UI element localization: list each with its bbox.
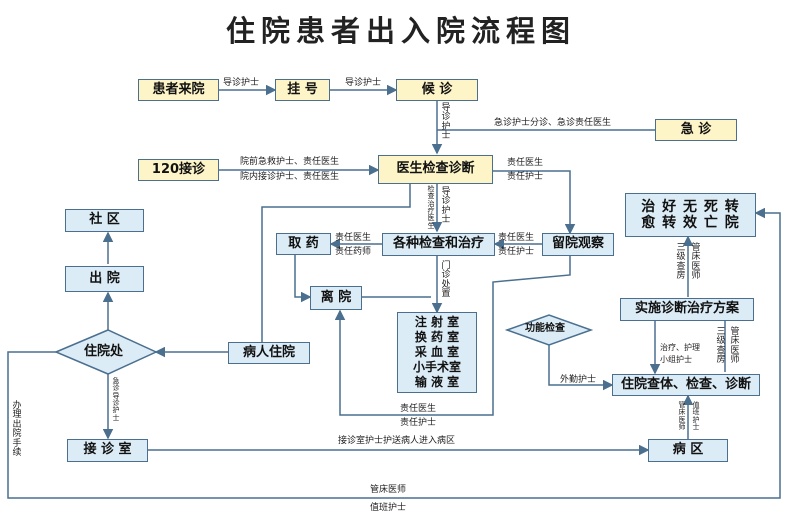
label-pre-hospital: 院前急救护士、责任医生 <box>240 157 340 167</box>
label-treat-nurse-2: 小组护士 <box>660 355 692 364</box>
label-resp-nurse-b: 责任护士 <box>400 418 437 428</box>
room-blood: 采 血 室 <box>414 345 460 359</box>
reception-node: 接 诊 室 <box>67 439 148 462</box>
call120-node: 120接诊 <box>138 159 219 181</box>
page-title: 住院患者出入院流程图 <box>225 14 576 48</box>
label-discharge-proc-v: 办理出院手续 <box>12 401 22 459</box>
ward-check-node: 住院查体、检查、诊断 <box>612 374 760 396</box>
exams-node: 各种检查和治疗 <box>382 233 495 256</box>
function-check-label: 功能检查 <box>525 323 565 334</box>
label-duty-nurse-bottom: 值班护士 <box>370 503 407 513</box>
label-outside-nurse: 外勤护士 <box>560 375 597 385</box>
wait-node: 候 诊 <box>396 79 478 101</box>
room-injection: 注 射 室 <box>414 315 460 329</box>
label-resp-nurse-m2: 责任护士 <box>498 247 535 257</box>
label-emergency-triage: 急诊护士分诊、急诊责任医生 <box>494 118 612 128</box>
outcomes-node: 治 好 无 死 转 愈 转 效 亡 院 <box>625 193 756 237</box>
label-guide-nurse-1: 导诊护士 <box>223 78 260 88</box>
room-surgery: 小手术室 <box>412 360 461 374</box>
label-bed-doctor-v: 管床医师 <box>691 243 701 282</box>
register-node: 挂 号 <box>275 79 330 101</box>
label-three-level-2: 三级查房 <box>716 327 726 366</box>
get-medicine-node: 取 药 <box>276 233 331 255</box>
label-resp-doctor-b: 责任医生 <box>400 404 437 414</box>
leave-node: 离 院 <box>310 286 362 310</box>
emergency-node: 急 诊 <box>655 119 737 141</box>
patient-arrive-node: 患者来院 <box>138 79 219 101</box>
room-dressing: 换 药 室 <box>414 330 460 344</box>
label-emergency-guide-v: 急诊导诊护士 <box>112 377 120 422</box>
community-node: 社 区 <box>65 209 144 232</box>
observation-node: 留院观察 <box>542 233 614 256</box>
doctor-exam-node: 医生检查诊断 <box>378 155 493 184</box>
admit-node: 病人住院 <box>228 342 310 364</box>
label-bed-doctor-v3: 管床医师 <box>678 401 686 432</box>
label-reception-escort: 接诊室护士护送病人进入病区 <box>338 436 456 446</box>
admission-office-label: 住院处 <box>84 344 124 359</box>
label-guide-nurse-2: 导诊护士 <box>345 78 382 88</box>
label-resp-doctor-m1: 责任医生 <box>335 233 372 243</box>
treatment-plan-node: 实施诊断治疗方案 <box>620 298 754 321</box>
label-in-hospital: 院内接诊护士、责任医生 <box>240 172 340 182</box>
label-treat-nurse-1: 治疗、护理 <box>660 343 700 352</box>
label-bed-doctor-v2: 管床医师 <box>730 327 740 366</box>
label-clinic-v: 门诊处置 <box>441 261 451 300</box>
label-bed-doctor-bottom: 管床医师 <box>370 485 407 495</box>
label-three-level: 三级查房 <box>676 243 686 282</box>
label-duty-nurse-v: 值班护士 <box>692 401 700 432</box>
room-infusion: 输 液 室 <box>414 375 460 389</box>
label-resp-doctor-r1: 责任医生 <box>507 158 544 168</box>
ward-node: 病 区 <box>648 439 728 462</box>
discharge-node: 出 院 <box>65 266 144 292</box>
label-guide-nurse-v2: 导诊护士 <box>441 187 451 226</box>
outcomes-line-2: 愈 转 效 亡 院 <box>641 215 740 231</box>
label-guide-nurse-v: 导诊护士 <box>441 103 451 142</box>
outcomes-line-1: 治 好 无 死 转 <box>641 198 740 215</box>
label-resp-nurse-r1: 责任护士 <box>507 172 544 182</box>
treatment-rooms-node: 注 射 室 换 药 室 采 血 室 小手术室 输 液 室 <box>397 312 477 393</box>
label-resp-pharm: 责任药师 <box>335 247 372 257</box>
label-resp-doctor-m2: 责任医生 <box>498 233 535 243</box>
label-exam-doctor-v: 检查治疗医生 <box>427 185 435 230</box>
